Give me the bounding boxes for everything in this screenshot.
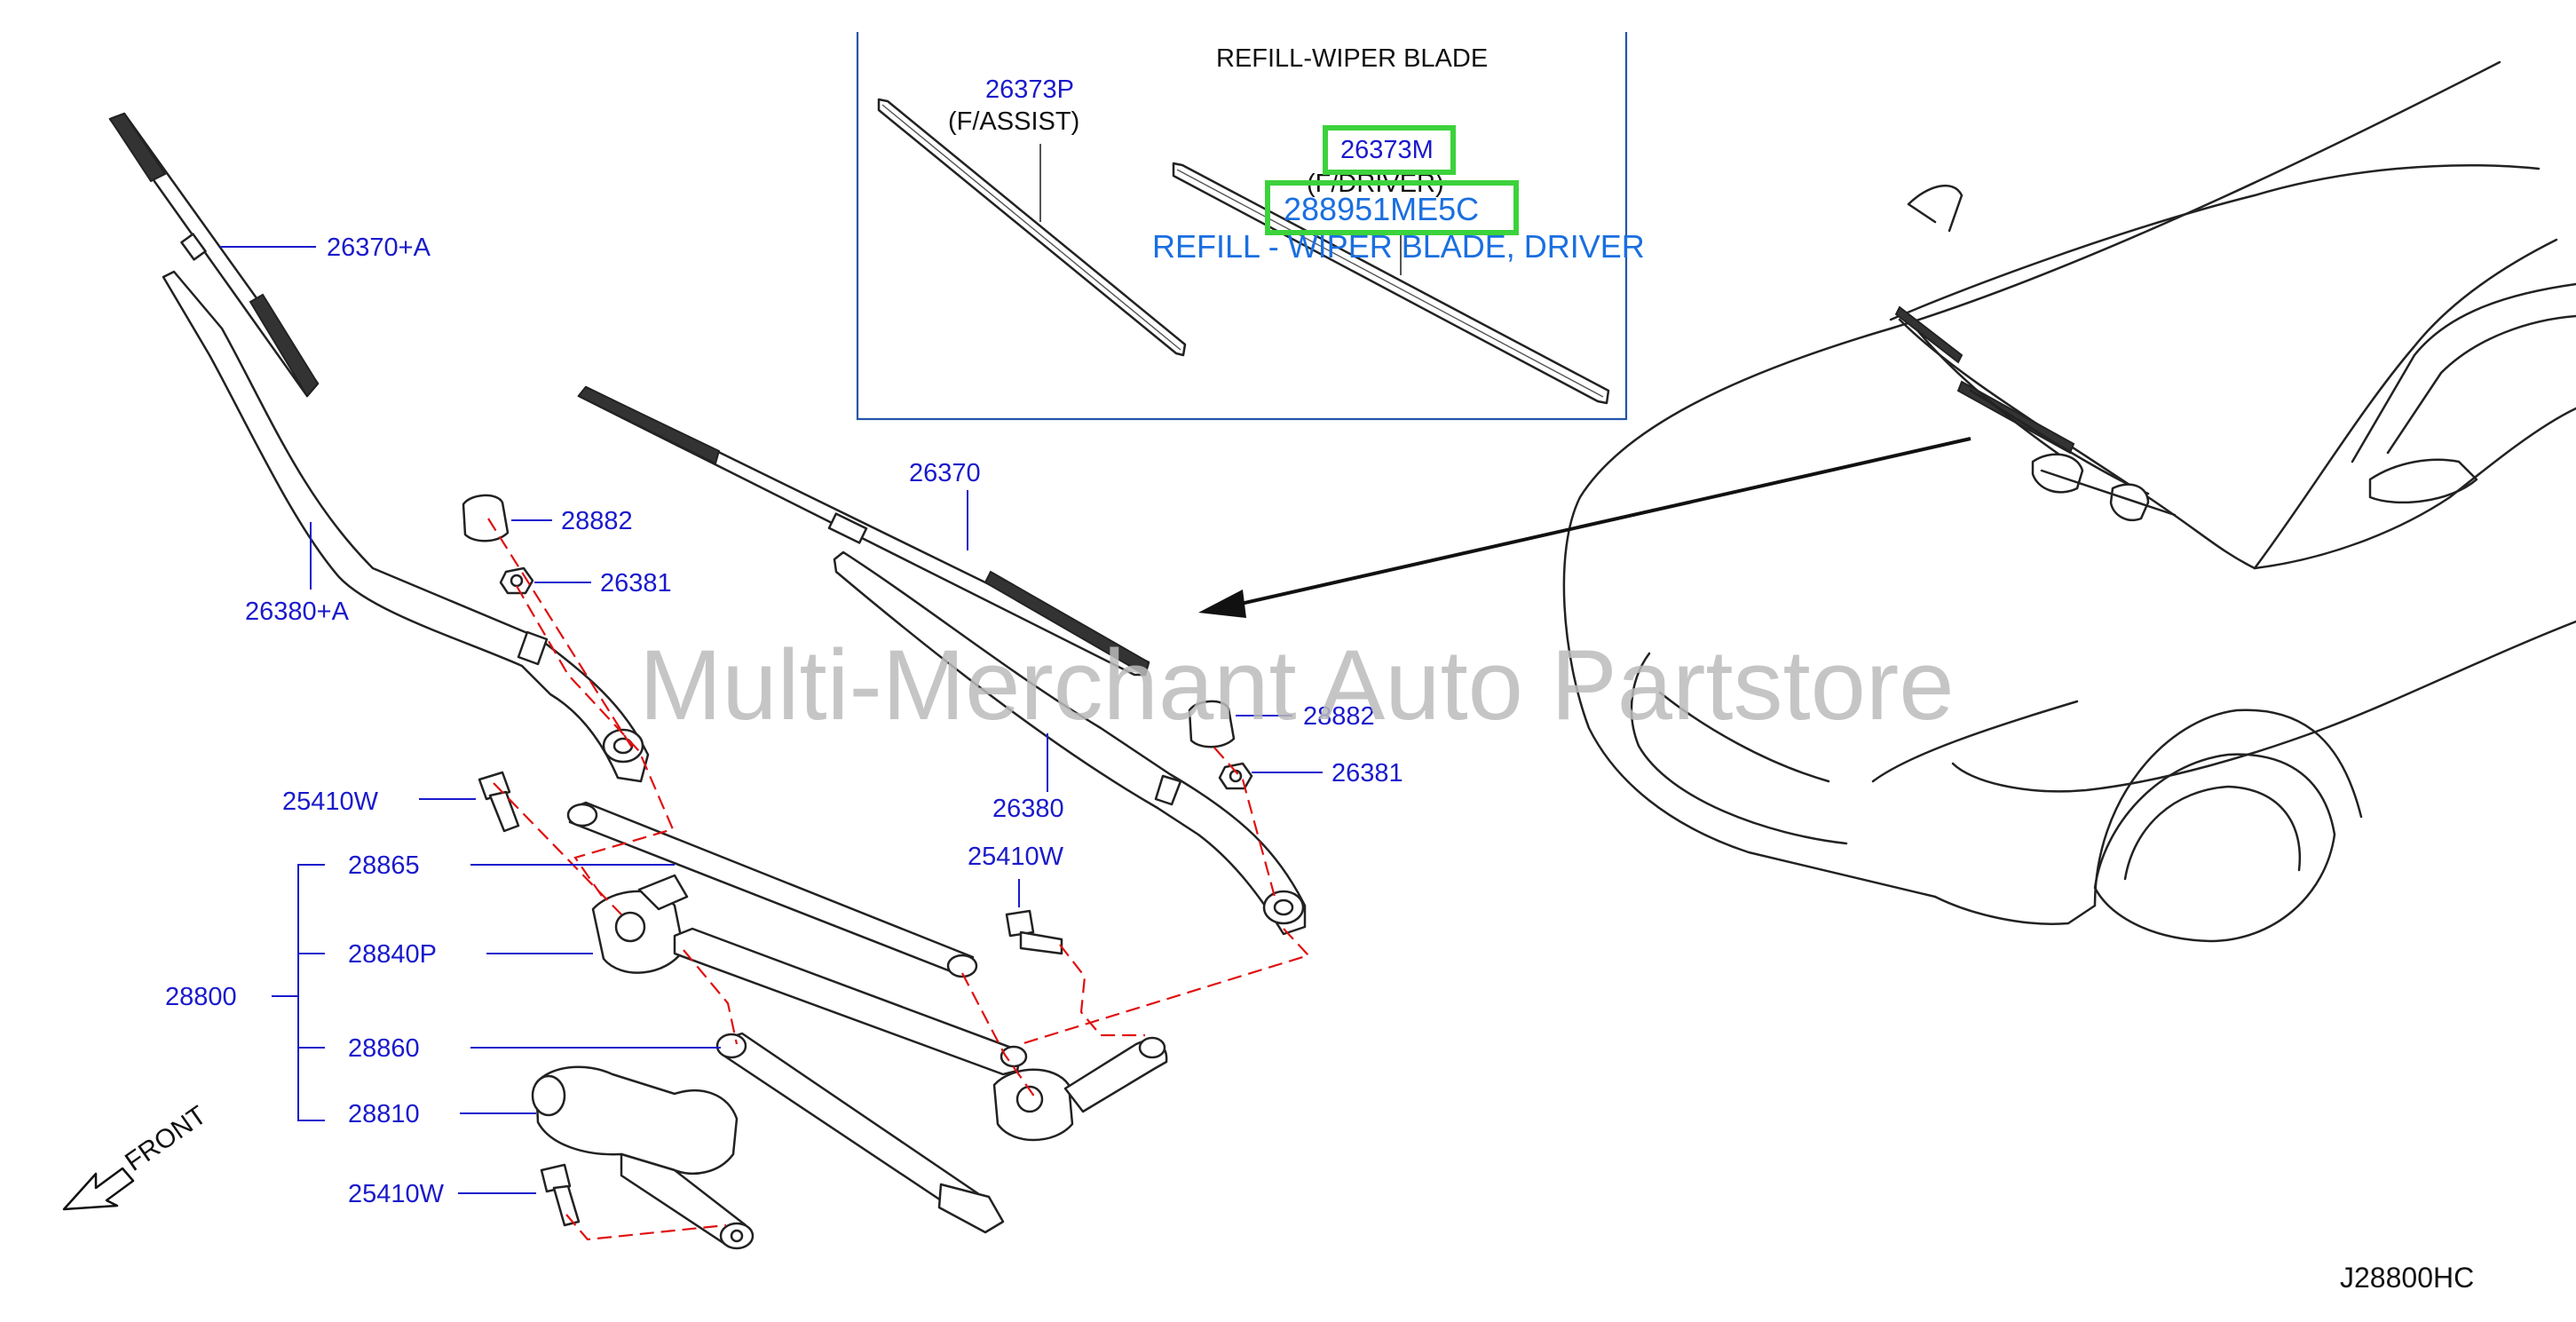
label-28865[interactable]: 28865 xyxy=(348,851,420,880)
inset-title: REFILL-WIPER BLADE xyxy=(1216,44,1488,73)
cap-28882-left xyxy=(462,494,510,542)
linkage-assembly xyxy=(531,801,1168,1250)
watermark: Multi-Merchant Auto Partstore xyxy=(639,629,1954,740)
refill-inset: REFILL-WIPER BLADE 26373P (F/ASSIST) 263… xyxy=(856,32,1645,421)
assist-wiper-arm xyxy=(162,270,650,783)
bolt-25410W-lower xyxy=(540,1163,581,1227)
diagram-code: J28800HC xyxy=(2340,1262,2474,1294)
highlight-box-26373M xyxy=(1323,125,1456,175)
label-26381-left[interactable]: 26381 xyxy=(600,569,672,598)
highlight-part-number[interactable]: 288951ME5C xyxy=(1284,191,1479,227)
label-28882-left[interactable]: 28882 xyxy=(561,507,633,535)
label-26380[interactable]: 26380 xyxy=(992,795,1064,823)
cap-28882-right xyxy=(1188,700,1236,748)
label-28840P[interactable]: 28840P xyxy=(348,940,437,969)
label-28860[interactable]: 28860 xyxy=(348,1034,420,1063)
label-26370-A[interactable]: 26370+A xyxy=(327,234,431,262)
part-labels: 26370+A 26380+A 28882 26381 26370 28882 … xyxy=(165,234,1403,1208)
label-26380-A[interactable]: 26380+A xyxy=(245,598,350,626)
label-25410W-mid[interactable]: 25410W xyxy=(968,843,1064,871)
driver-refill xyxy=(1172,162,1610,405)
label-26373M[interactable]: 26373M xyxy=(1340,136,1434,164)
highlight-box-part-number xyxy=(1265,180,1519,235)
assist-wiper-blade xyxy=(108,112,320,398)
front-indicator: FRONT xyxy=(62,1100,212,1211)
label-28810[interactable]: 28810 xyxy=(348,1100,420,1128)
label-25410W-upper[interactable]: 25410W xyxy=(282,788,379,816)
alignment-lines xyxy=(487,518,1311,1241)
label-26381-right[interactable]: 26381 xyxy=(1331,759,1403,788)
label-28882-right[interactable]: 28882 xyxy=(1303,702,1375,731)
nut-26381-left xyxy=(499,566,534,595)
label-f-assist: (F/ASSIST) xyxy=(948,107,1079,136)
callout-arrow xyxy=(1198,437,1972,618)
label-26373P[interactable]: 26373P xyxy=(985,75,1074,104)
front-label: FRONT xyxy=(120,1100,212,1176)
assist-refill xyxy=(877,98,1187,357)
label-25410W-lower[interactable]: 25410W xyxy=(348,1180,445,1208)
bolt-25410W-mid xyxy=(1005,909,1063,955)
highlight-description: REFILL - WIPER BLADE, DRIVER xyxy=(1152,228,1645,265)
label-28800[interactable]: 28800 xyxy=(165,983,237,1011)
vehicle-illustration xyxy=(1562,60,2576,943)
label-26370[interactable]: 26370 xyxy=(909,459,981,487)
driver-wiper-blade xyxy=(577,385,1150,677)
driver-wiper-arm xyxy=(833,550,1307,936)
nut-26381-right xyxy=(1218,762,1253,790)
